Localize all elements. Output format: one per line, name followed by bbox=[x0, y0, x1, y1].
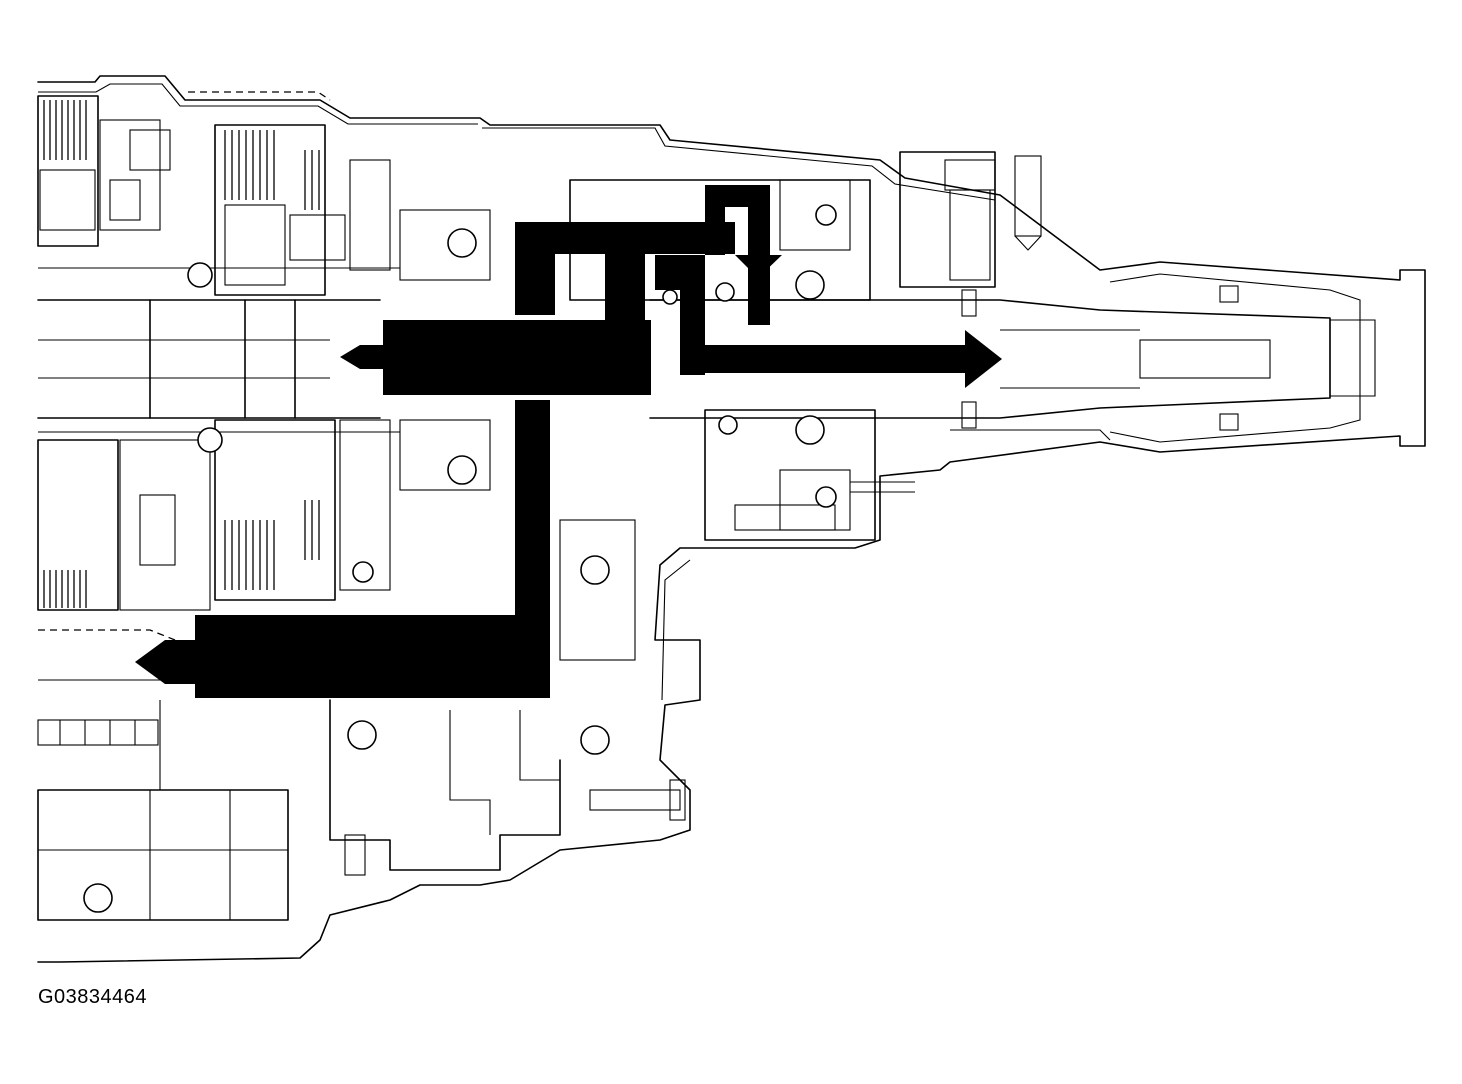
clutch-pack-upper bbox=[37, 95, 171, 247]
bearing-ball bbox=[795, 270, 825, 300]
flow-down-arrowhead bbox=[735, 255, 782, 278]
bearing-ball bbox=[718, 415, 738, 435]
bearing-ball bbox=[715, 282, 735, 302]
front-drive-components bbox=[37, 679, 289, 921]
front-output-housing bbox=[329, 209, 686, 876]
bearing-ball bbox=[662, 289, 678, 305]
main-shaft bbox=[37, 267, 400, 433]
bearing-ball bbox=[815, 486, 837, 508]
bearing-ball bbox=[447, 455, 477, 485]
figure-code: G03834464 bbox=[38, 986, 148, 1008]
rear-output-shaft bbox=[649, 285, 1331, 431]
flow-arrow-input-left bbox=[340, 345, 383, 369]
flow-rear-output-bar bbox=[680, 345, 970, 373]
actuator-assembly bbox=[899, 151, 1042, 288]
clutch-pack-center-upper bbox=[214, 124, 391, 296]
clutch-pack-lower bbox=[37, 419, 391, 611]
bearing-ball bbox=[347, 720, 377, 750]
bearing-ball bbox=[580, 555, 610, 585]
flow-arrow-front-output bbox=[135, 640, 195, 684]
flow-upper-drop bbox=[605, 254, 645, 324]
flow-arrow-rear-output bbox=[965, 330, 1002, 388]
flow-upper-bridge bbox=[515, 222, 735, 254]
bearing-ball bbox=[83, 883, 113, 913]
bearing-ball bbox=[197, 427, 223, 453]
flow-main-block bbox=[383, 320, 651, 395]
bearing-ball bbox=[580, 725, 610, 755]
flow-top-left-leg bbox=[705, 185, 725, 255]
housing-outline bbox=[37, 75, 1426, 963]
power-flow-path bbox=[135, 185, 1002, 698]
flow-mid-link bbox=[655, 255, 705, 290]
flow-front-output-bar bbox=[195, 615, 550, 698]
bearing-ball bbox=[187, 262, 213, 288]
bearings bbox=[83, 204, 837, 913]
bearing-ball bbox=[447, 228, 477, 258]
bearing-ball bbox=[815, 204, 837, 226]
bearing-ball bbox=[352, 561, 374, 583]
bearing-ball bbox=[795, 415, 825, 445]
